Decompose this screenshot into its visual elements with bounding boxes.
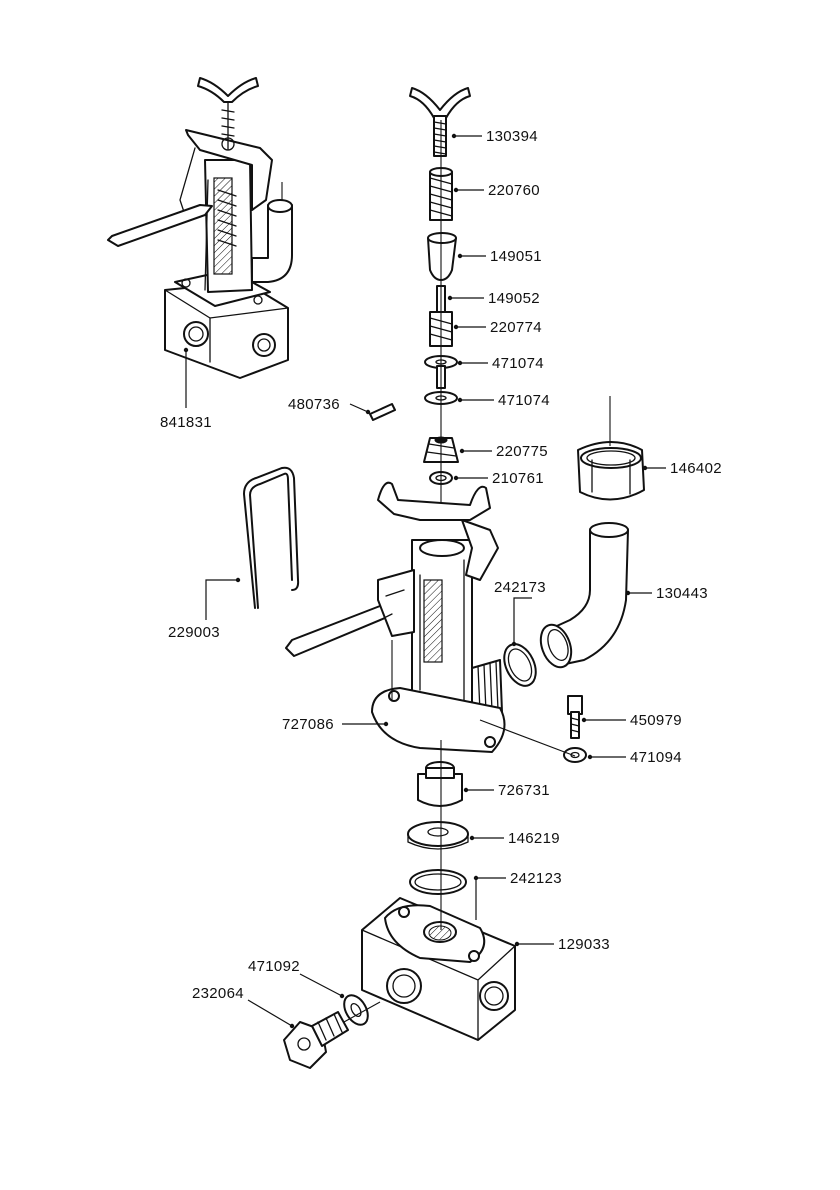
cap-149051	[428, 233, 456, 280]
label-242173: 242173	[494, 579, 546, 596]
seat-726731	[418, 762, 462, 806]
nut-146402	[578, 396, 644, 500]
pin-480736	[370, 404, 395, 420]
valve-body-727086	[286, 483, 505, 752]
screw-450979	[568, 696, 582, 738]
label-149051: 149051	[490, 248, 542, 265]
seal-146219	[408, 822, 468, 849]
label-129033: 129033	[558, 936, 610, 953]
elbow-pipe-130443	[535, 523, 628, 671]
assembled-valve-841831	[108, 78, 292, 378]
label-471074-b: 471074	[498, 392, 550, 409]
label-220760: 220760	[488, 182, 540, 199]
label-146219: 146219	[508, 830, 560, 847]
label-210761: 210761	[492, 470, 544, 487]
label-149052: 149052	[488, 290, 540, 307]
label-220774: 220774	[490, 319, 542, 336]
label-480736: 480736	[288, 396, 340, 413]
label-220775: 220775	[496, 443, 548, 460]
label-471094: 471094	[630, 749, 682, 766]
label-727086: 727086	[282, 716, 334, 733]
label-242123: 242123	[510, 870, 562, 887]
label-450979: 450979	[630, 712, 682, 729]
label-130394: 130394	[486, 128, 538, 145]
o-ring-242123	[410, 870, 466, 894]
label-471092: 471092	[248, 958, 300, 975]
guard-229003	[244, 468, 298, 608]
spindle-130394	[410, 88, 470, 156]
plug-232064	[284, 1012, 348, 1068]
label-146402: 146402	[670, 460, 722, 477]
washer-471094	[564, 748, 586, 762]
label-130443: 130443	[656, 585, 708, 602]
base-block-129033	[362, 898, 515, 1040]
label-229003: 229003	[168, 624, 220, 641]
label-471074-a: 471074	[492, 355, 544, 372]
label-232064: 232064	[192, 985, 244, 1002]
o-ring-242173	[498, 639, 542, 691]
label-841831: 841831	[160, 414, 212, 431]
label-726731: 726731	[498, 782, 550, 799]
